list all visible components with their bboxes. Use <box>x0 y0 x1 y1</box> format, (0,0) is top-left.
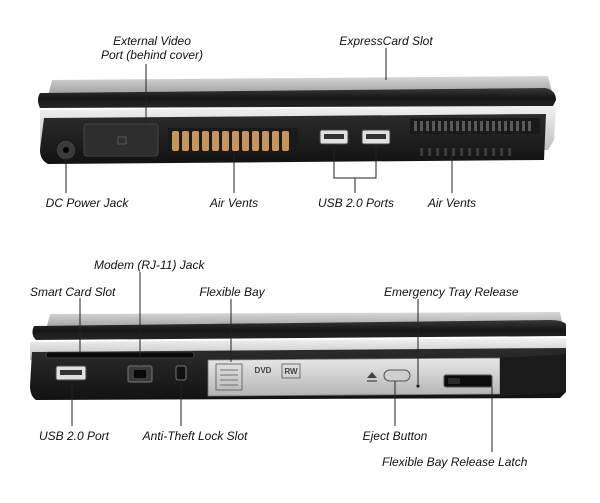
air-vents-right <box>410 118 540 156</box>
label-expresscard-slot: ExpressCard Slot <box>339 34 433 48</box>
drive-logo-rw: RW <box>284 367 298 376</box>
lid-bezel <box>38 88 556 108</box>
laptop-left-side-view <box>38 76 556 164</box>
smart-card-slot <box>45 351 195 359</box>
label-usb-ports: USB 2.0 Ports <box>317 196 395 210</box>
drive-logo-dvd: DVD <box>254 366 272 375</box>
anti-theft-lock-slot <box>175 365 187 381</box>
flexible-bay-drive <box>207 357 501 397</box>
label-smart-card-slot: Smart Card Slot <box>30 285 116 299</box>
label-modem-jack: Modem (RJ-11) Jack <box>94 258 205 272</box>
usb-ports-pair <box>319 129 391 145</box>
leader-lines-bottom <box>71 272 493 452</box>
label-dc-power-jack: DC Power Jack <box>45 196 129 210</box>
label-external-video-2: Port (behind cover) <box>100 48 204 62</box>
label-anti-theft-lock-slot: Anti-Theft Lock Slot <box>142 429 248 443</box>
label-flexible-bay: Flexible Bay <box>199 285 265 299</box>
label-air-vents-left: Air Vents <box>209 196 259 210</box>
label-external-video-1: External Video <box>113 34 191 48</box>
label-air-vents-right: Air Vents <box>427 196 477 210</box>
eject-icon <box>367 372 377 378</box>
leader-lines-top <box>65 48 453 193</box>
eject-button <box>383 369 411 382</box>
video-port-cover <box>83 123 159 157</box>
emergency-tray-hole <box>416 384 420 388</box>
laptop-right-side-view <box>30 312 566 400</box>
lid-bezel-2 <box>32 320 566 340</box>
air-vents-left <box>168 128 298 154</box>
label-emergency-tray-release: Emergency Tray Release <box>384 285 519 299</box>
label-flexible-bay-release-latch: Flexible Bay Release Latch <box>382 455 528 469</box>
label-usb-port: USB 2.0 Port <box>38 429 110 443</box>
label-eject-button: Eject Button <box>362 429 428 443</box>
